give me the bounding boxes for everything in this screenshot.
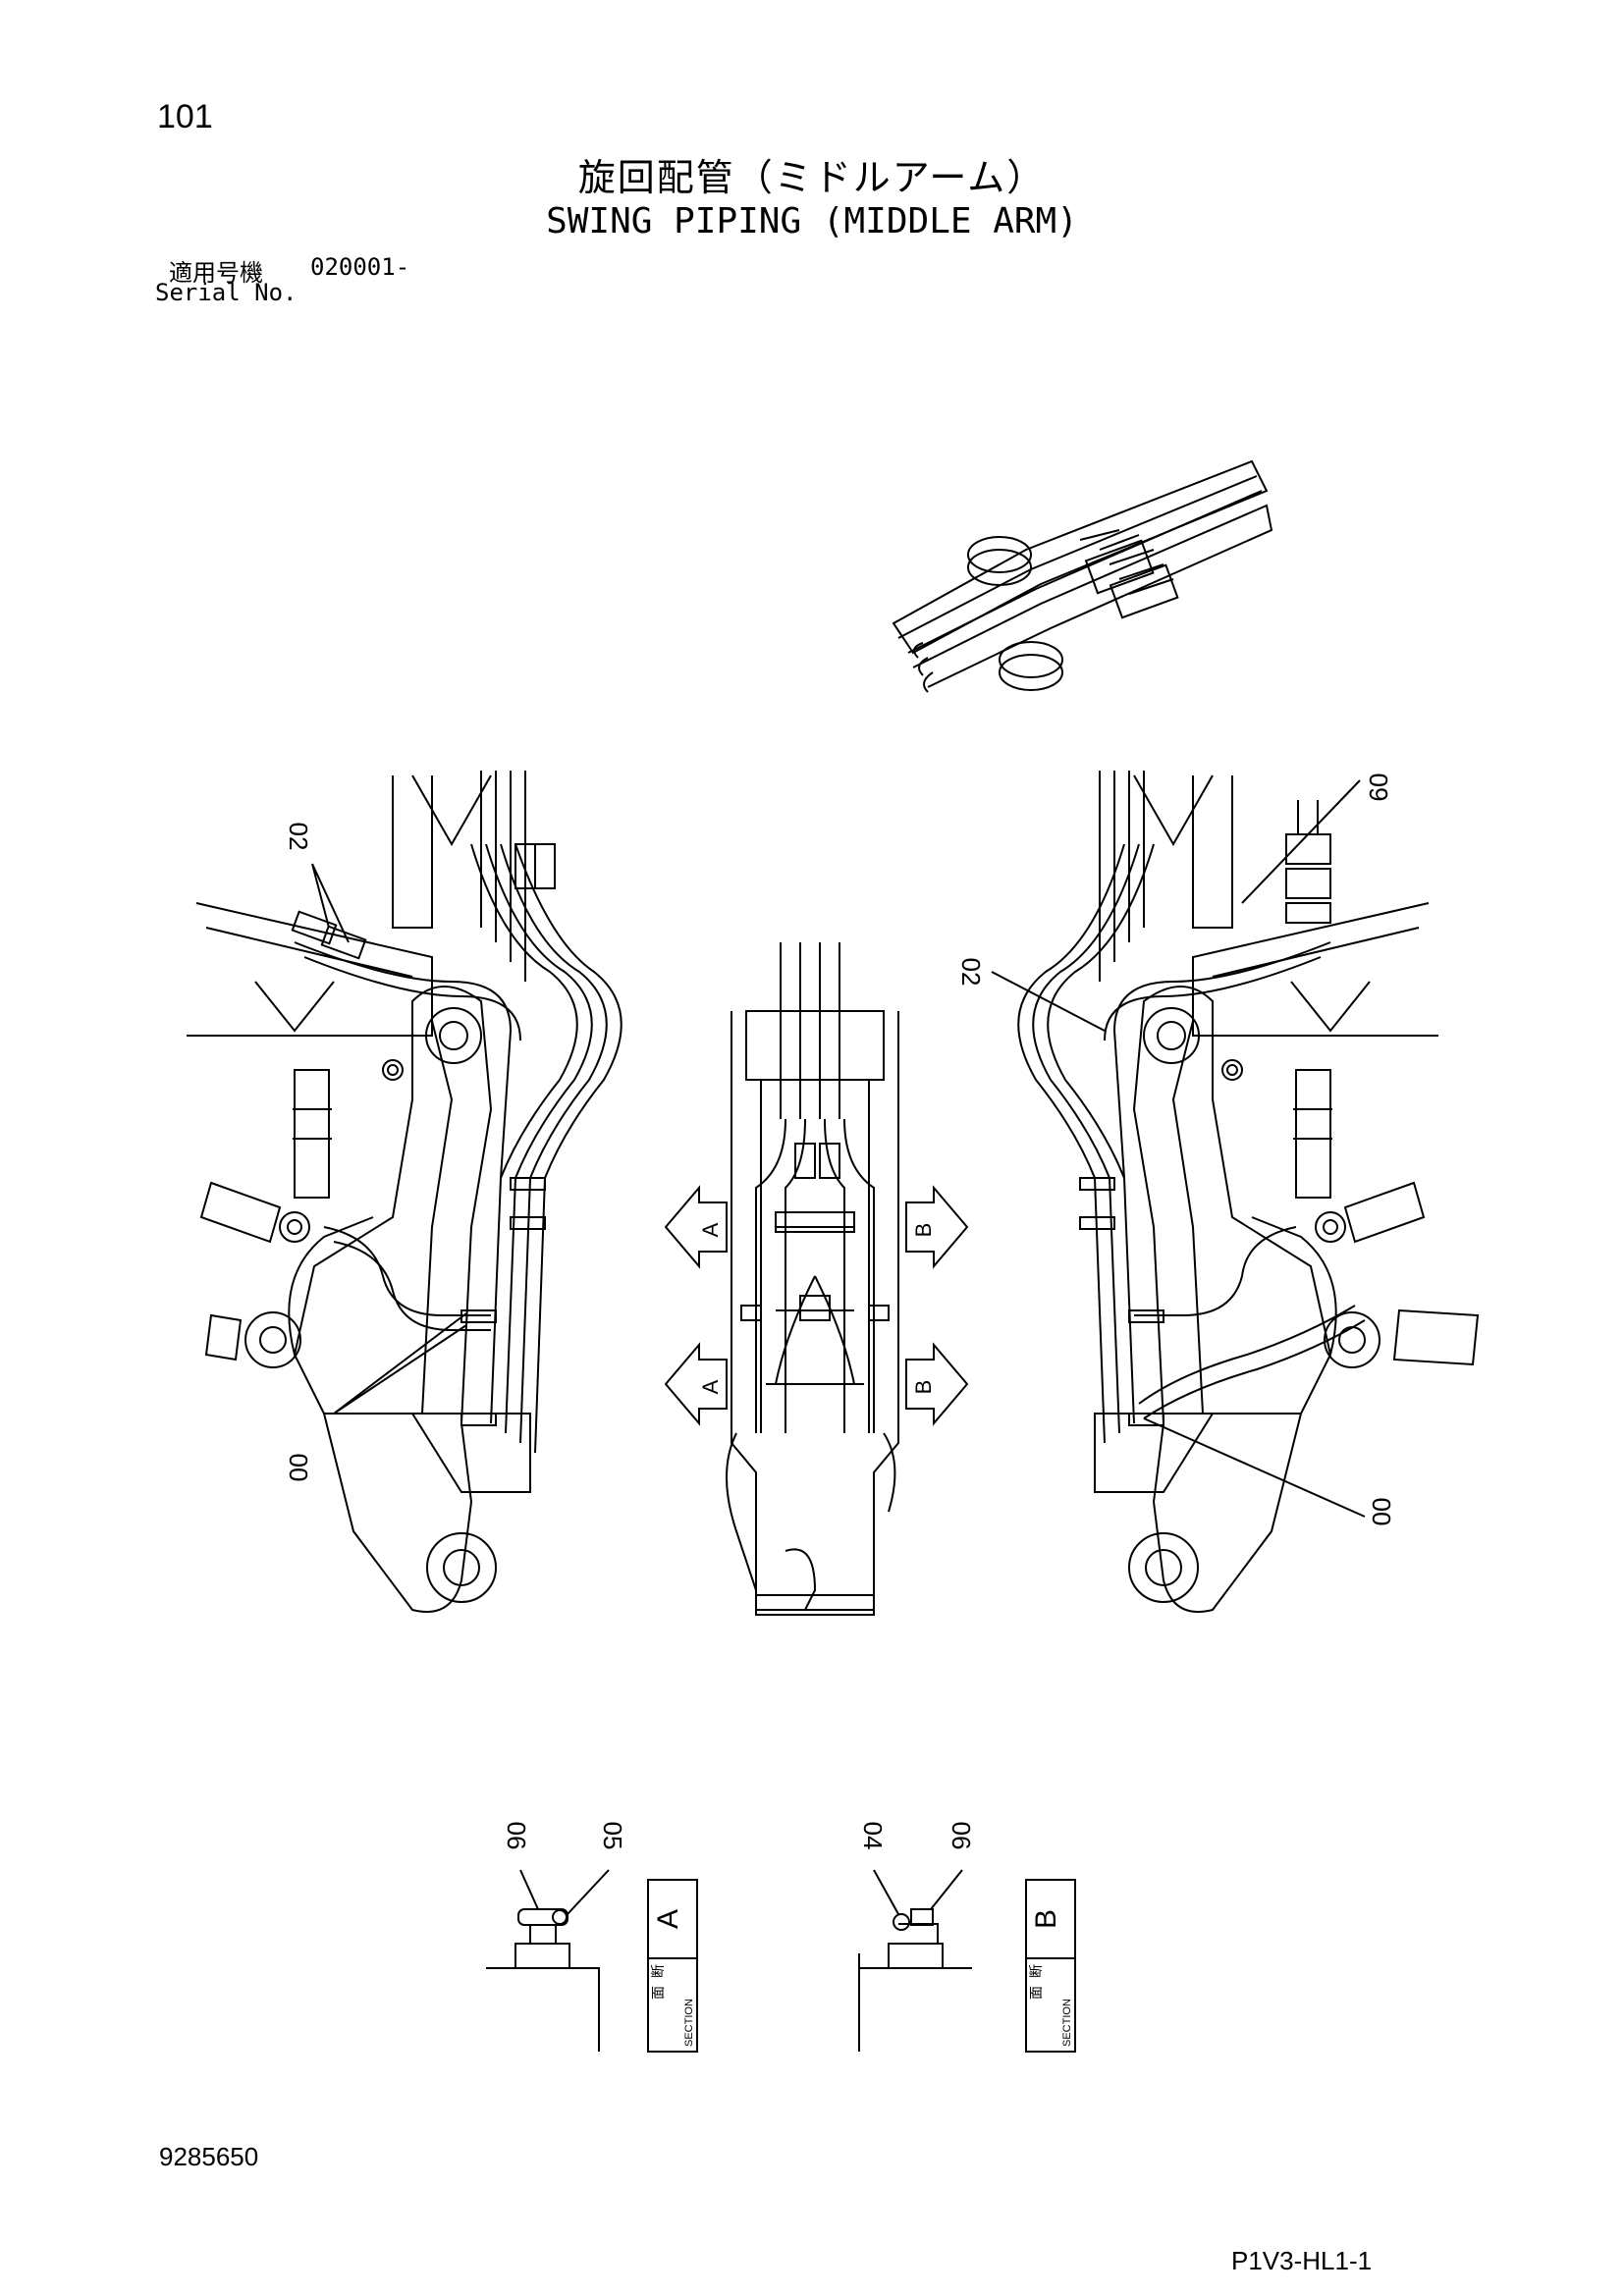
view-arrow-label: A bbox=[698, 1379, 723, 1394]
view-arrow-a-lower: A bbox=[664, 1342, 728, 1426]
section-b-label-box bbox=[1025, 1879, 1076, 2053]
callout-number: 04 bbox=[858, 1822, 888, 1850]
callout-number: 05 bbox=[598, 1822, 627, 1850]
view-arrow-label: B bbox=[911, 1380, 936, 1395]
section-a-letter: A bbox=[652, 1909, 684, 1929]
center-front-view bbox=[726, 942, 899, 1616]
section-a-detail: A 断 面 SECTION bbox=[486, 1869, 698, 2053]
section-b-label-en: SECTION bbox=[1061, 1999, 1073, 2047]
callout-number: 00 bbox=[1367, 1498, 1396, 1526]
page-number: 101 bbox=[157, 98, 213, 135]
view-arrow-b-upper: B bbox=[905, 1185, 969, 1269]
right-side-view bbox=[991, 771, 1480, 1613]
section-a-label-jp: 面 bbox=[650, 1986, 666, 2000]
serial-label-japanese: 適用号機 bbox=[169, 259, 263, 287]
callout-number: 06 bbox=[502, 1822, 531, 1850]
isometric-detail bbox=[892, 459, 1273, 693]
serial-value: 020001- bbox=[310, 253, 410, 281]
drawing-number: 9285650 bbox=[159, 2142, 259, 2171]
view-arrow-label: A bbox=[698, 1222, 723, 1237]
section-a-label-jp: 断 bbox=[650, 1964, 666, 1978]
view-arrow-label: B bbox=[911, 1223, 936, 1238]
callout-number: 02 bbox=[284, 823, 313, 851]
section-b-label-jp: 断 bbox=[1028, 1964, 1044, 1978]
callout-number: 00 bbox=[284, 1454, 313, 1482]
callout-number: 02 bbox=[956, 958, 986, 987]
title-english: SWING PIPING (MIDDLE ARM) bbox=[546, 201, 1078, 241]
view-arrow-b-lower: B bbox=[905, 1342, 969, 1426]
left-side-view bbox=[187, 771, 623, 1613]
section-a-label-box bbox=[647, 1879, 698, 2053]
callout-number: 06 bbox=[947, 1822, 976, 1850]
section-a-label-en: SECTION bbox=[683, 1999, 695, 2047]
section-b-label-jp: 面 bbox=[1028, 1986, 1044, 2000]
title-japanese: 旋回配管（ミドルアーム） bbox=[577, 156, 1047, 199]
sheet-code: P1V3-HL1-1 bbox=[1231, 2246, 1373, 2275]
section-b-detail: B 断 面 SECTION bbox=[858, 1869, 1076, 2053]
section-b-letter: B bbox=[1030, 1909, 1062, 1929]
serial-label-english: Serial No. bbox=[155, 279, 298, 306]
callout-number: 09 bbox=[1364, 774, 1393, 802]
view-arrow-a-upper: A bbox=[664, 1185, 728, 1269]
